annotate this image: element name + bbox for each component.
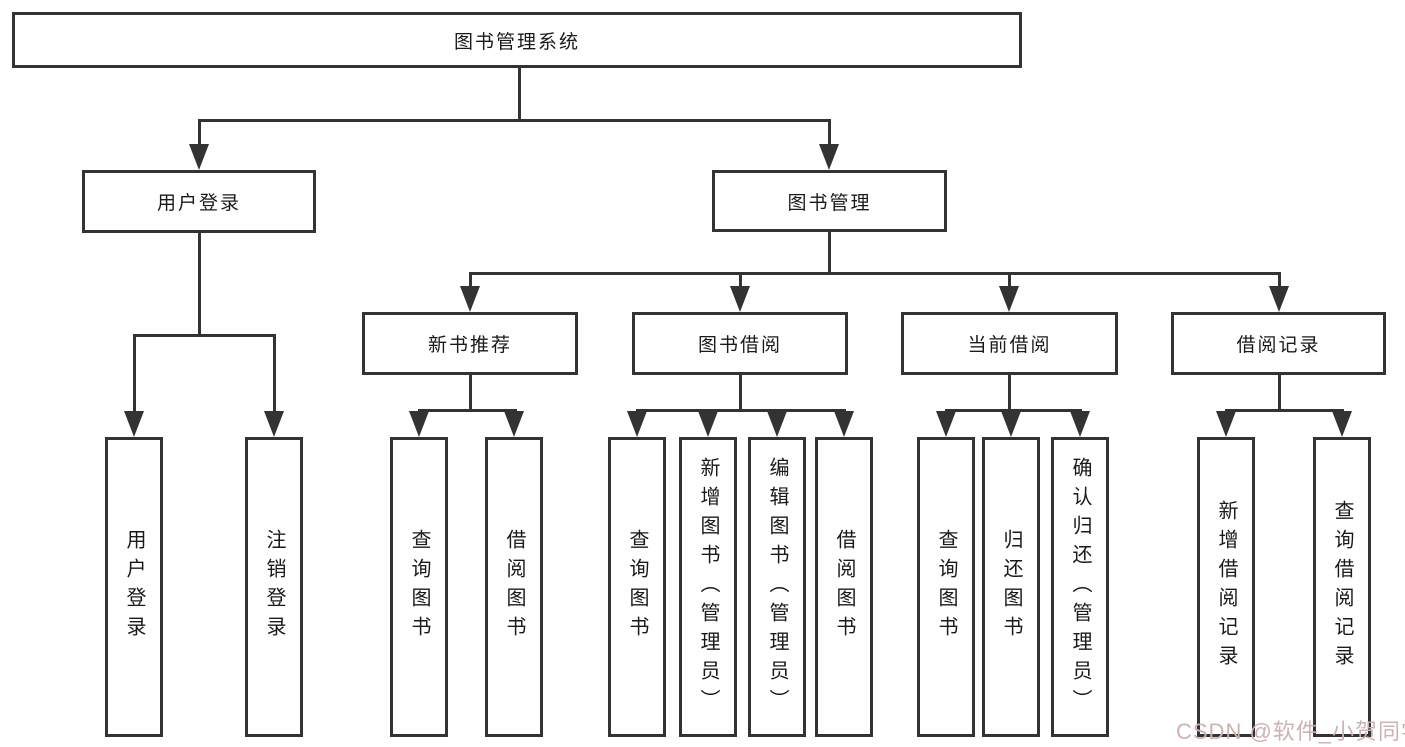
connector-user-child-stub [273,334,276,412]
leaf-user-login-label: 用户登录 [123,529,145,645]
connector-level2-branch [198,119,831,122]
leaf-borrow-books-recommend: 借阅图书 [485,437,543,737]
arrow-down-icon [124,411,144,437]
node-borrow-records-label: 借阅记录 [1236,335,1321,356]
leaf-add-book-admin: 新增图书（管理员） [679,437,737,737]
node-new-book-recommend-label: 新书推荐 [427,335,512,356]
arrow-down-icon [264,411,284,437]
connector-current-branch [945,409,1082,412]
leaf-query-borrow-record: 查询借阅记录 [1313,437,1371,737]
arrow-down-icon [834,411,854,437]
leaf-query-books-current: 查询图书 [917,437,975,737]
leaf-query-books-recommend: 查询图书 [390,437,448,737]
connector-management-stub [828,119,831,146]
arrow-down-icon [1332,411,1352,437]
arrow-down-icon [1001,411,1021,437]
arrow-down-icon [460,286,480,312]
node-new-book-recommend: 新书推荐 [362,312,578,375]
connector-level3-stub [469,272,472,288]
watermark: CSDN @软件_小贺同学 [1176,719,1405,744]
node-book-borrow: 图书借阅 [632,312,848,375]
arrow-down-icon [999,286,1019,312]
leaf-query-borrow-record-label: 查询借阅记录 [1331,500,1353,674]
connector-user-stub [198,119,201,146]
connector-level3-branch [469,272,1281,275]
leaf-edit-book-admin: 编辑图书（管理员） [748,437,806,737]
leaf-borrow-books-label: 借阅图书 [833,529,855,645]
arrow-down-icon [698,411,718,437]
leaf-query-books-current-label: 查询图书 [935,529,957,645]
node-book-borrow-label: 图书借阅 [697,335,782,356]
connector-records-branch [1225,409,1344,412]
connector-level3-stub [1008,272,1011,288]
arrow-down-icon [730,286,750,312]
arrow-down-icon [409,411,429,437]
leaf-confirm-return-admin-label: 确认归还（管理员） [1069,456,1091,718]
connector-records-trunk [1278,374,1281,412]
arrow-down-icon [819,144,839,170]
arrow-down-icon [504,411,524,437]
leaf-return-books-label: 归还图书 [1000,529,1022,645]
connector-management-trunk [828,232,831,275]
node-user-login: 用户登录 [82,170,316,233]
arrow-down-icon [936,411,956,437]
arrow-down-icon [1269,286,1289,312]
leaf-add-borrow-record: 新增借阅记录 [1197,437,1255,737]
leaf-query-books-borrow-label: 查询图书 [626,529,648,645]
connector-recommend-branch [418,409,517,412]
connector-level3-stub [739,272,742,288]
connector-user-branch [133,334,276,337]
arrow-down-icon [1070,411,1090,437]
leaf-user-login: 用户登录 [105,437,163,737]
connector-borrow-branch [636,409,846,412]
node-book-management: 图书管理 [712,170,947,232]
arrow-down-icon [1216,411,1236,437]
node-book-management-label: 图书管理 [787,192,872,214]
leaf-add-borrow-record-label: 新增借阅记录 [1215,500,1237,674]
connector-level3-stub [1278,272,1281,288]
connector-user-child-stub [133,334,136,412]
leaf-query-books-borrow: 查询图书 [608,437,666,737]
connector-current-trunk [1008,374,1011,412]
leaf-query-books-recommend-label: 查询图书 [408,529,430,645]
connector-root-trunk [518,68,521,122]
leaf-borrow-books-recommend-label: 借阅图书 [503,529,525,645]
connector-recommend-trunk [469,374,472,412]
arrow-down-icon [627,411,647,437]
node-borrow-records: 借阅记录 [1171,312,1386,375]
node-user-login-label: 用户登录 [156,193,241,214]
leaf-return-books: 归还图书 [982,437,1040,737]
connector-user-trunk [198,233,201,337]
node-system: 图书管理系统 [12,12,1022,68]
node-system-label: 图书管理系统 [453,31,580,53]
connector-borrow-trunk [739,374,742,412]
node-current-borrow-label: 当前借阅 [967,335,1052,356]
arrow-down-icon [767,411,787,437]
leaf-add-book-admin-label: 新增图书（管理员） [697,456,719,718]
leaf-logout: 注销登录 [245,437,303,737]
leaf-confirm-return-admin: 确认归还（管理员） [1051,437,1109,737]
leaf-borrow-books: 借阅图书 [815,437,873,737]
leaf-logout-label: 注销登录 [263,529,285,645]
arrow-down-icon [189,144,209,170]
node-current-borrow: 当前借阅 [901,312,1118,375]
leaf-edit-book-admin-label: 编辑图书（管理员） [766,456,788,718]
